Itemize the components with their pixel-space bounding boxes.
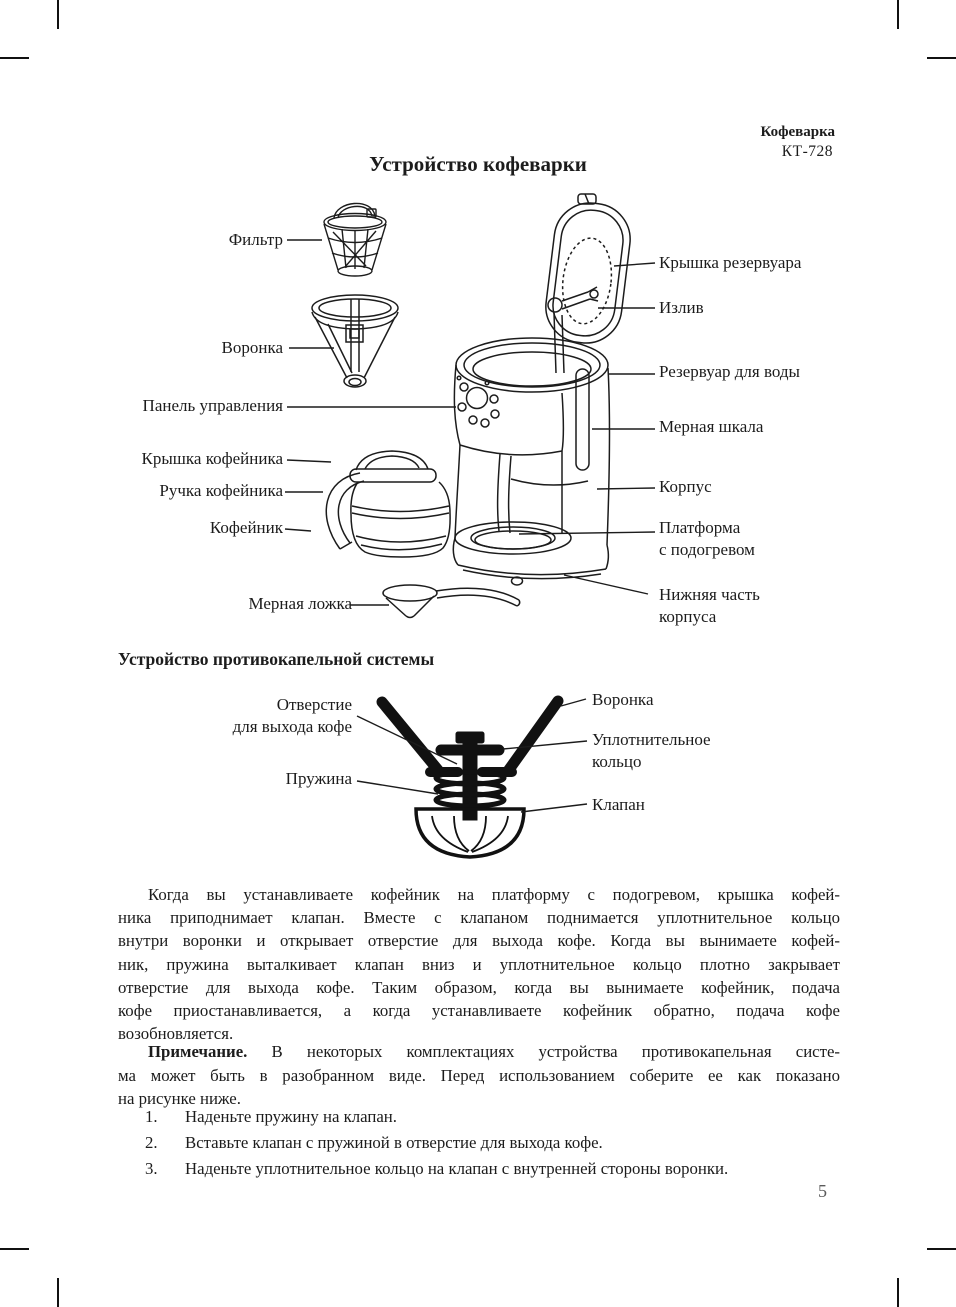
label-reservoir-lid: Крышка резервуара <box>659 253 802 272</box>
list-text: Наденьте уплотнительное кольцо на клапан… <box>185 1159 729 1178</box>
label-spoon: Мерная ложка <box>248 594 352 613</box>
paragraph-line: Когда вы устанавливаете кофейник на плат… <box>148 885 840 904</box>
list-number: 3. <box>145 1159 158 1178</box>
label-funnel-2: Воронка <box>592 690 654 709</box>
funnel-drawing <box>311 294 399 388</box>
section1-title: Устройство кофеварки <box>369 152 587 176</box>
label-bottom-part: Нижняя часть корпуса <box>659 585 760 626</box>
carafe-drawing <box>325 450 451 558</box>
spoon-drawing <box>382 584 521 619</box>
paragraph-line: ма может быть в разобранном виде. Перед … <box>118 1065 840 1085</box>
paragraph-antidrip-description: Когда вы устанавливаете кофейник на плат… <box>118 883 840 1045</box>
label-scale: Мерная шкала <box>659 417 764 436</box>
label-body: Корпус <box>659 477 712 496</box>
label-valve: Клапан <box>592 795 645 814</box>
label-control-panel: Панель управления <box>142 396 283 415</box>
paragraph-line: кофе приостанавливается, а когда устанав… <box>118 1001 840 1021</box>
page-header: Кофеварка КТ-728 <box>560 122 835 162</box>
antidrip-drawing <box>376 695 564 859</box>
paragraph-line: Примечание. В некоторых комплектациях ус… <box>118 1040 840 1064</box>
label-pot-lid: Крышка кофейника <box>141 449 283 468</box>
paragraph-line: ник, пружина выталкивает клапан вниз и у… <box>118 954 840 974</box>
filter-drawing <box>323 202 387 277</box>
paragraph-line: на рисунке ниже. <box>118 1089 241 1108</box>
assembly-steps-list: 1. Наденьте пружину на клапан. 2. Вставь… <box>118 1104 858 1182</box>
list-item: 3. Наденьте уплотнительное кольцо на кла… <box>118 1156 858 1182</box>
paragraph-line: отверстие для выхода кофе. Таким образом… <box>118 977 840 997</box>
label-pot: Кофейник <box>209 518 283 537</box>
paragraph-line: возобновляется. <box>118 1024 234 1044</box>
model-number: КТ-728 <box>781 143 833 160</box>
label-spring: Пружина <box>285 769 352 788</box>
list-item: 2. Вставьте клапан с пружиной в отверсти… <box>118 1130 858 1156</box>
label-platform: Платформа с подогревом <box>659 518 755 559</box>
list-text: Вставьте клапан с пружиной в отверстие д… <box>185 1133 603 1152</box>
section2-title: Устройство противокапельной системы <box>118 649 435 669</box>
label-pot-handle: Ручка кофейника <box>159 481 283 500</box>
list-item: 1. Наденьте пружину на клапан. <box>118 1104 858 1130</box>
paragraph-line: внутри воронки и открывает отверстие для… <box>118 931 840 951</box>
label-filter: Фильтр <box>228 230 283 249</box>
coffeemaker-drawing <box>452 193 631 586</box>
note-label: Примечание. <box>148 1042 248 1061</box>
page-number: 5 <box>818 1181 827 1201</box>
label-seal-ring: Уплотнительное кольцо <box>592 730 711 771</box>
brand-name: Кофеварка <box>760 124 835 140</box>
label-coffee-hole: Отверстие для выхода кофе <box>232 695 352 736</box>
label-reservoir: Резервуар для воды <box>659 362 800 381</box>
list-number: 2. <box>145 1133 158 1152</box>
paragraph-note: Примечание. В некоторых комплектациях ус… <box>118 1040 840 1111</box>
list-text: Наденьте пружину на клапан. <box>185 1107 397 1126</box>
list-number: 1. <box>145 1107 158 1126</box>
label-funnel: Воронка <box>221 338 283 357</box>
note-text: В некоторых комплектациях устройства про… <box>247 1042 840 1061</box>
label-spout: Излив <box>659 298 704 317</box>
paragraph-line: ника приподнимает клапан. Вместе с клапа… <box>118 908 840 928</box>
